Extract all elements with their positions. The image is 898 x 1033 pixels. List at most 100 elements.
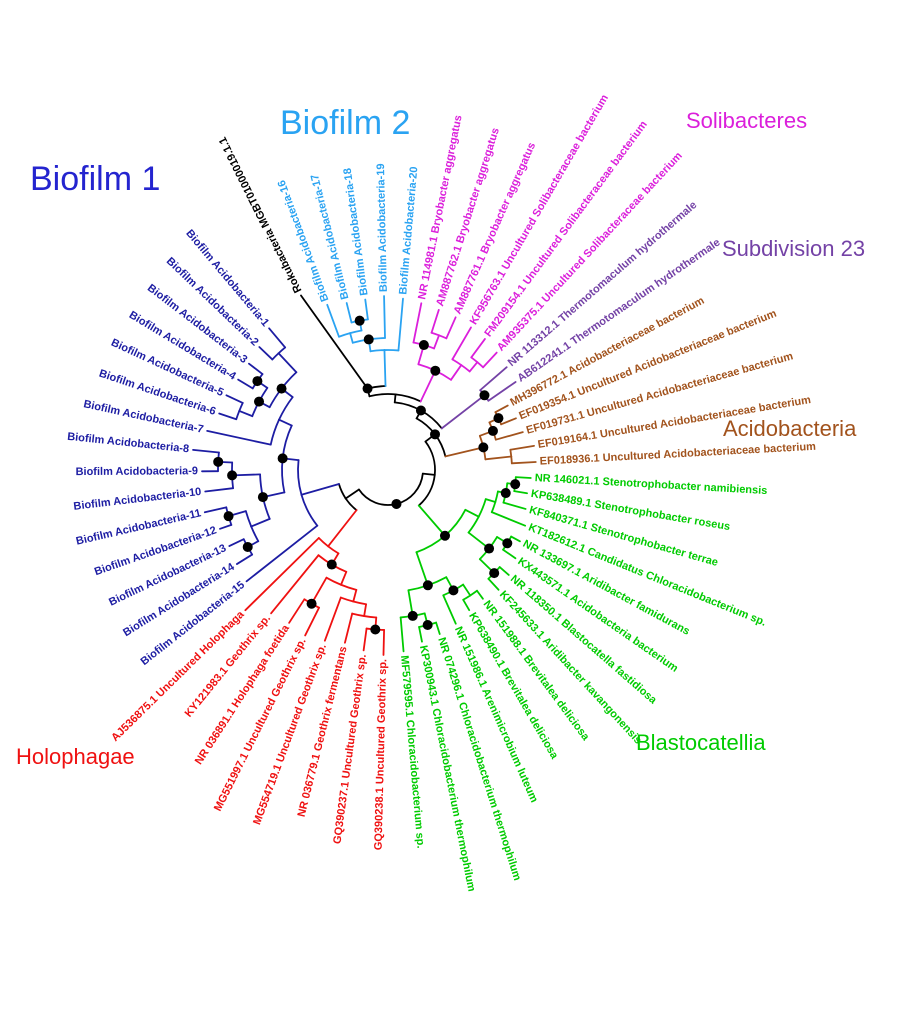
- bootstrap-dot: [276, 383, 287, 394]
- branch-line: [462, 583, 472, 597]
- branch-arc: [494, 490, 499, 503]
- taxon-label: Biofilm Acidobacteria-20: [397, 166, 420, 295]
- branch-line: [450, 364, 463, 381]
- branch-arc: [368, 393, 397, 398]
- bootstrap-dot: [213, 456, 224, 467]
- bootstrap-dot: [439, 530, 450, 541]
- bootstrap-dot: [242, 541, 253, 552]
- bootstrap-dot: [448, 585, 459, 596]
- branch-line: [421, 472, 436, 476]
- branch-line: [445, 316, 457, 340]
- branch-line: [204, 487, 234, 493]
- branch-line: [383, 349, 387, 387]
- branch-arc: [340, 583, 358, 591]
- branch-line: [487, 577, 500, 591]
- clade-title-holophagae: Holophagae: [16, 744, 135, 769]
- tree-branches: [192, 294, 537, 656]
- branch-line: [500, 417, 517, 426]
- branch-line: [277, 352, 298, 374]
- branch-line: [248, 362, 264, 375]
- branch-line: [412, 302, 423, 344]
- branch-arc: [235, 410, 241, 421]
- branch-arc: [327, 545, 340, 555]
- branch-arc: [363, 615, 378, 619]
- branch-arc: [300, 493, 319, 527]
- branch-line: [310, 576, 328, 605]
- branch-line: [238, 410, 254, 418]
- branch-line: [268, 327, 287, 349]
- branch-arc: [451, 358, 463, 366]
- branch-arc: [351, 612, 366, 617]
- branch-line: [219, 523, 233, 530]
- clade-title-acidobacteria: Acidobacteria: [723, 416, 857, 441]
- branch-line: [435, 621, 441, 635]
- branch-line: [278, 418, 293, 427]
- bootstrap-dot: [391, 498, 402, 509]
- branch-arc: [344, 497, 358, 512]
- bootstrap-dot: [415, 405, 426, 416]
- taxon-label: Biofilm Acidobacteria-19: [375, 163, 390, 292]
- bootstrap-dot: [478, 442, 489, 453]
- branch-arc: [317, 537, 330, 548]
- branch-line: [514, 476, 532, 479]
- bootstrap-dot: [493, 413, 504, 424]
- branch-line: [270, 554, 320, 615]
- branch-arc: [277, 346, 287, 355]
- branch-arc: [338, 332, 352, 338]
- branch-line: [476, 589, 484, 600]
- bootstrap-dot: [502, 538, 513, 549]
- branch-arc: [460, 364, 471, 373]
- branch-line: [362, 627, 368, 652]
- branch-arc: [394, 393, 422, 403]
- branch-line: [218, 412, 238, 421]
- branch-line: [237, 378, 254, 390]
- branch-line: [344, 488, 360, 500]
- bootstrap-dot: [277, 453, 288, 464]
- bootstrap-dots: [213, 315, 521, 635]
- branch-line: [326, 303, 340, 338]
- branch-line: [490, 511, 527, 527]
- branch-line: [484, 455, 513, 461]
- branch-line: [206, 430, 272, 446]
- branch-line: [494, 404, 509, 414]
- branch-line: [399, 616, 405, 653]
- bootstrap-dot: [326, 559, 337, 570]
- branch-arc: [238, 401, 244, 412]
- branch-arc: [462, 594, 472, 601]
- branch-arc: [325, 576, 342, 586]
- branch-arc: [490, 501, 497, 514]
- branch-line: [502, 548, 517, 560]
- bootstrap-dot: [479, 390, 490, 401]
- bootstrap-dot: [257, 492, 268, 503]
- taxon-label: EF018936.1 Uncultured Acidobacteriaceae …: [539, 441, 816, 468]
- taxon-label: MF579595.1 Chloracidobacterium sp.: [398, 655, 427, 849]
- branch-arc: [467, 515, 480, 534]
- branch-arc: [470, 356, 479, 364]
- branch-line: [442, 594, 457, 625]
- branch-arc: [278, 396, 294, 421]
- taxon-label: Biofilm Acidobacteria-10: [73, 486, 202, 513]
- taxon-label: KP638489.1 Stenotrophobacter roseus: [530, 488, 731, 533]
- branch-arc: [281, 424, 293, 460]
- branch-arc: [269, 418, 280, 446]
- branch-line: [364, 298, 369, 321]
- branch-line: [383, 295, 386, 339]
- bootstrap-dot: [363, 334, 374, 345]
- clade-title-subdivision-23: Subdivision 23: [722, 236, 866, 261]
- bootstrap-dot: [370, 624, 381, 635]
- branch-arc: [476, 361, 485, 369]
- bootstrap-dot: [227, 470, 238, 481]
- clade-title-biofilm-2: Biofilm 2: [280, 104, 411, 142]
- branch-line: [430, 308, 440, 334]
- bootstrap-dot: [430, 429, 441, 440]
- branch-line: [245, 524, 319, 583]
- branch-line: [470, 338, 486, 359]
- branch-line: [451, 326, 472, 361]
- branch-line: [433, 334, 440, 350]
- branch-line: [462, 598, 471, 612]
- branch-line: [327, 509, 358, 548]
- branch-line: [352, 588, 358, 603]
- branch-arc: [250, 525, 260, 543]
